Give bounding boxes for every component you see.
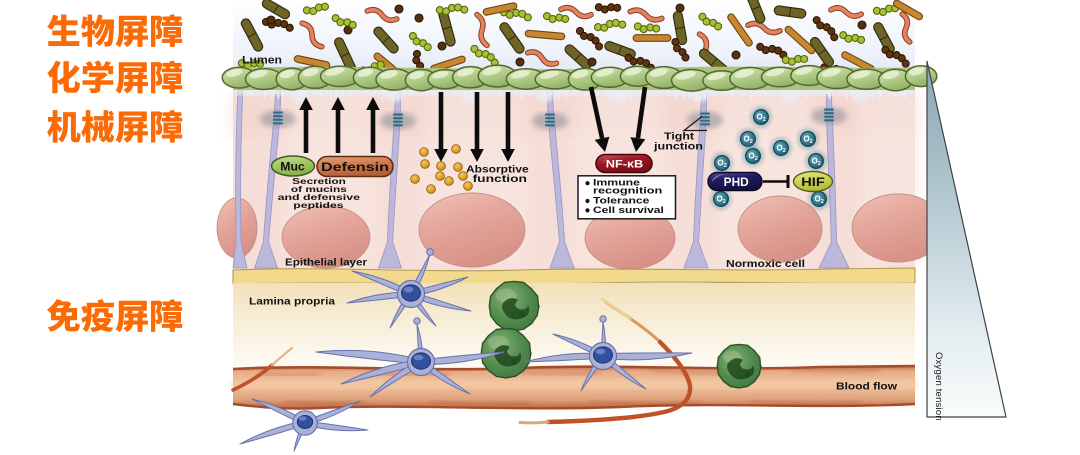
svg-text:Defensin: Defensin: [321, 162, 389, 174]
svg-text:O2: O2: [717, 195, 726, 206]
svg-text:HIF: HIF: [801, 177, 825, 189]
svg-text:Lamina propria: Lamina propria: [249, 297, 335, 308]
svg-text:O2: O2: [812, 157, 821, 168]
svg-text:NF-κB: NF-κB: [606, 159, 644, 171]
svg-text:and defensive: and defensive: [278, 192, 361, 202]
svg-text:Tight: Tight: [664, 132, 695, 143]
svg-text:PHD: PHD: [724, 177, 749, 189]
svg-text:peptides: peptides: [293, 200, 344, 210]
svg-text:O2: O2: [744, 135, 753, 146]
svg-text:O2: O2: [749, 152, 758, 163]
svg-text:Normoxic cell: Normoxic cell: [726, 259, 805, 270]
svg-text:function: function: [473, 174, 527, 185]
svg-text:Immune: Immune: [593, 178, 640, 188]
svg-text:O2: O2: [815, 195, 824, 206]
svg-text:Oxygen tension: Oxygen tension: [933, 352, 944, 421]
svg-text:recognition: recognition: [593, 186, 663, 196]
svg-text:Epithelial layer: Epithelial layer: [285, 258, 367, 269]
svg-text:O2: O2: [718, 159, 727, 170]
svg-text:Lumen: Lumen: [242, 55, 282, 67]
svg-text:Cell survival: Cell survival: [593, 205, 664, 215]
svg-text:Tolerance: Tolerance: [593, 196, 649, 206]
svg-text:Muc: Muc: [280, 162, 305, 174]
svg-text:junction: junction: [653, 141, 703, 152]
svg-text:Absorptive: Absorptive: [466, 164, 529, 175]
svg-text:O2: O2: [804, 135, 813, 146]
svg-text:of mucins: of mucins: [291, 184, 347, 194]
svg-text:Blood flow: Blood flow: [836, 382, 897, 393]
svg-text:O2: O2: [777, 144, 786, 155]
svg-text:O2: O2: [757, 113, 766, 124]
svg-text:Secretion: Secretion: [292, 176, 346, 186]
